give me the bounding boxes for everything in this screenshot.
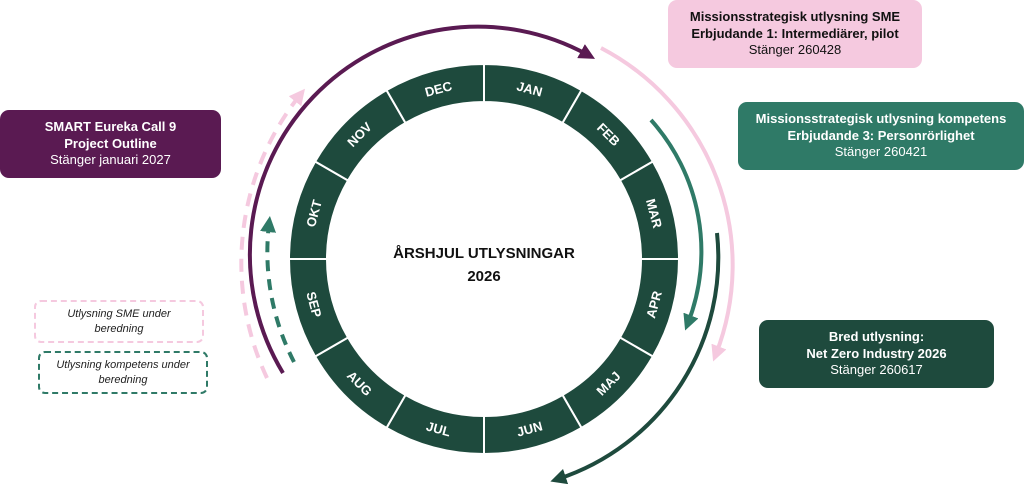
callout-mission-kompetens-offer: Erbjudande 3: Personrörlighet	[787, 127, 975, 143]
callout-mission-sme: Missionsstrategisk utlysning SME Erbjuda…	[668, 0, 922, 68]
month-segment-dec	[385, 62, 485, 125]
month-label-sep: SEP	[303, 290, 324, 319]
callout-smart-eureka-title: SMART Eureka Call 9	[44, 118, 177, 134]
month-label-apr: APR	[643, 289, 665, 320]
wheel-title-line1: ÅRSHJUL UTLYSNINGAR	[393, 245, 575, 262]
mission-sme-arrow	[600, 46, 735, 362]
wheel-title-line2: 2026	[467, 268, 500, 285]
month-label-dec: DEC	[423, 78, 454, 100]
callout-mission-kompetens-title: Missionsstrategisk utlysning kompetens	[755, 110, 1007, 126]
callout-smart-eureka-subtitle: Project Outline	[64, 135, 157, 151]
callout-bred-name: Net Zero Industry 2026	[806, 345, 947, 361]
callout-bred-utlysning: Bred utlysning: Net Zero Industry 2026 S…	[759, 320, 994, 388]
month-label-jun: JUN	[515, 418, 544, 439]
mission-kompetens-arrow	[649, 118, 704, 331]
callout-smart-eureka: SMART Eureka Call 9 Project Outline Stän…	[0, 110, 221, 178]
callout-bred-closes: Stänger 260617	[830, 362, 923, 378]
legend-kompetens-beredning: Utlysning kompetens under beredning	[38, 351, 208, 394]
callout-mission-sme-offer: Erbjudande 1: Intermediärer, pilot	[691, 25, 899, 41]
callout-mission-sme-title: Missionsstrategisk utlysning SME	[689, 8, 901, 24]
callout-mission-sme-closes: Stänger 260428	[748, 42, 842, 58]
callout-smart-eureka-closes: Stänger januari 2027	[50, 152, 171, 168]
callout-bred-title: Bred utlysning:	[828, 328, 925, 344]
callout-mission-kompetens: Missionsstrategisk utlysning kompetens E…	[738, 102, 1024, 170]
callout-mission-kompetens-closes: Stänger 260421	[834, 144, 928, 160]
legend-sme-beredning: Utlysning SME under beredning	[34, 300, 204, 343]
month-label-jan: JAN	[515, 78, 544, 99]
month-label-okt: OKT	[303, 198, 325, 228]
month-label-jul: JUL	[425, 419, 453, 440]
bred-utlysning-arrow	[550, 232, 721, 485]
smart-eureka-arrow	[247, 24, 596, 375]
